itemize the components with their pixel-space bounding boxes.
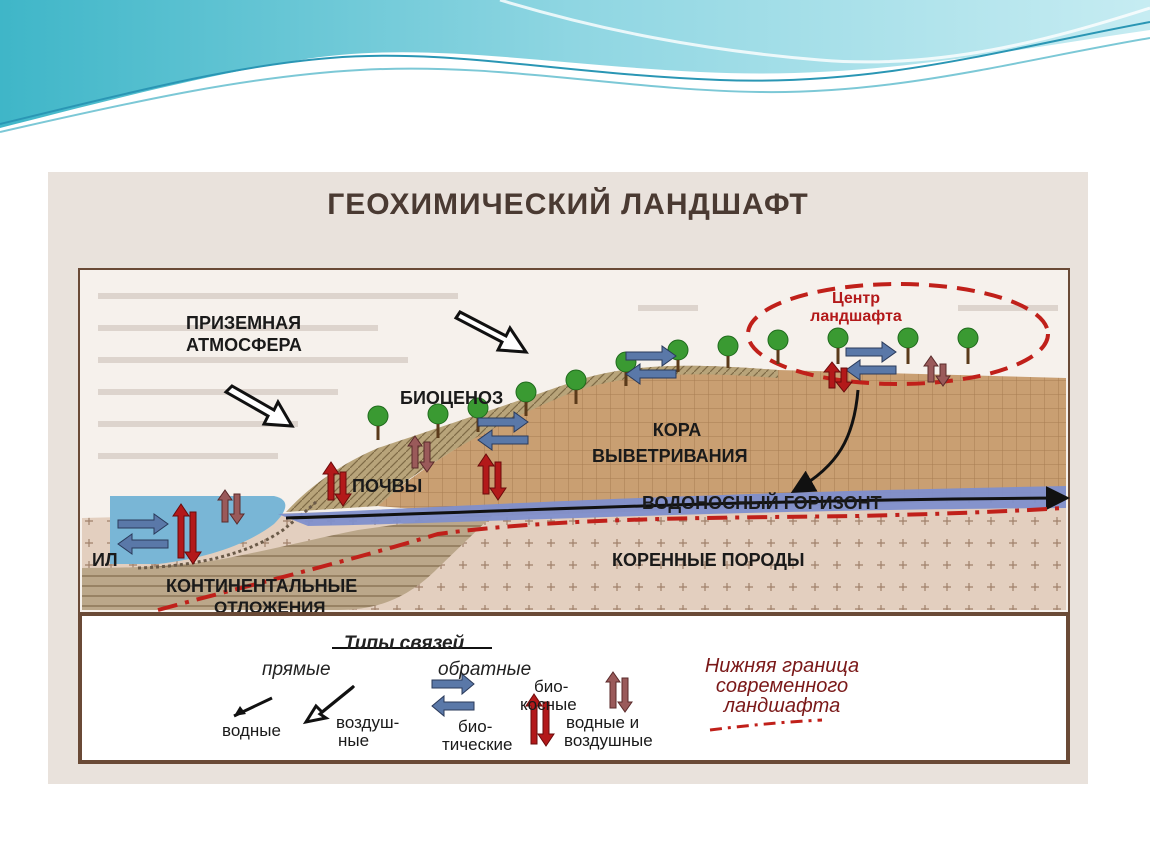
legend-direct-label: прямые [262, 659, 331, 680]
landscape-diagram [78, 268, 1070, 614]
legend-reverse-label: обратные [438, 659, 532, 680]
bedrock-label: КОРЕННЫЕ ПОРОДЫ [612, 550, 805, 570]
landscape-center-label-line2: ландшафта [810, 308, 902, 325]
legend-box: Типы связей прямые обратные водные возду… [78, 612, 1070, 764]
legend-boundary-label-line2: современного [715, 675, 849, 697]
slide-title: ГЕОХИМИЧЕСКИЙ ЛАНДШАФТ [327, 188, 809, 221]
aquifer-label: ВОДОНОСНЫЙ ГОРИЗОНТ [642, 493, 882, 513]
atmosphere-label-line2: АТМОСФЕРА [186, 335, 302, 355]
legend-biotic-label-line1: био- [458, 717, 493, 736]
legend-heading: Типы связей [344, 633, 465, 654]
legend-boundary-label-line1: Нижняя граница [704, 655, 860, 677]
legend-air-label-line2: ные [338, 731, 370, 750]
weathering-crust-label-line1: КОРА [652, 420, 702, 440]
weathering-crust-label-line2: ВЫВЕТРИВАНИЯ [592, 446, 748, 466]
legend-bioinert-label-line1: био- [534, 677, 569, 696]
legend-air-label-line1: воздуш- [336, 713, 400, 732]
legend-water-air-label-line1: водные и [566, 713, 640, 732]
legend-water-air-label-line2: воздушные [564, 731, 653, 750]
silt-label: ИЛ [92, 550, 118, 570]
continental-deposits-label-line1: КОНТИНЕНТАЛЬНЫЕ [166, 576, 358, 596]
legend-biotic-label-line2: тические [442, 735, 513, 754]
legend-water-label: водные [222, 721, 281, 740]
legend-boundary-label-line3: ландшафта [723, 695, 841, 717]
atmosphere-label-line1: ПРИЗЕМНАЯ [186, 313, 302, 333]
soils-label: ПОЧВЫ [352, 476, 423, 496]
header-wave-decoration [0, 0, 1150, 133]
biocenosis-label: БИОЦЕНОЗ [400, 388, 504, 408]
legend-bioinert-label-line2: косные [520, 695, 577, 714]
legend-symbols [233, 647, 823, 747]
landscape-center-label-line1: Центр [831, 290, 881, 307]
